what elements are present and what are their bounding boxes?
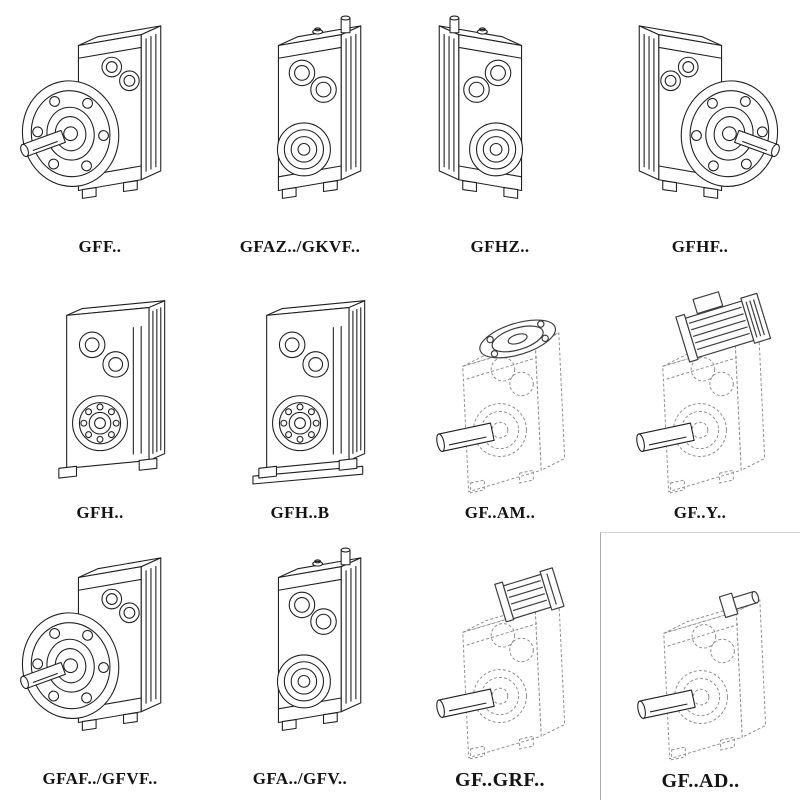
catalog-item: GFAF../GFVF.. [0,532,200,800]
model-label: GFHZ.. [470,237,530,256]
catalog-item: GF..AD.. [600,532,800,800]
model-label: GFH..B [270,503,330,522]
model-label: GFHF.. [671,237,729,256]
gearbox-drawing-phantom-iec-flange [436,319,566,494]
gearbox-drawing-phantom-adapter [436,567,566,760]
gearbox-drawing-phantom-motor [636,291,772,494]
gearbox-drawing-flange-right [638,25,780,199]
catalog-item: GFA../GFV.. [200,532,400,800]
catalog-item: GF..Y.. [600,266,800,532]
catalog-item: GF..AM.. [400,266,600,532]
catalog-item: GFH.. [0,266,200,532]
model-label: GFA../GFV.. [252,769,348,788]
model-label: GF..GRF.. [455,769,545,791]
gearbox-drawing-flange-left [20,557,162,731]
gearbox-drawing-hollow-top-mirrored [438,15,524,199]
gearbox-drawing-flange-left [20,25,162,199]
model-label: GFAF../GFVF.. [42,769,158,788]
catalog-item: GFHZ.. [400,0,600,266]
model-label: GF..Y.. [673,503,727,522]
gearbox-drawing-foot-front [58,300,166,479]
catalog-item: GFHF.. [600,0,800,266]
model-label: GF..AD.. [661,770,740,792]
model-label: GF..AM.. [464,503,536,522]
gearbox-drawing-hollow-top [276,547,362,731]
model-label: GFH.. [76,503,124,522]
catalog-item: GFAZ../GKVF.. [200,0,400,266]
gearbox-drawing-foot-front-base [252,300,366,485]
gearbox-drawing-phantom-input-shaft [636,590,766,761]
catalog-item: GFH..B [200,266,400,532]
gearbox-drawing-hollow-top [276,15,362,199]
catalog-item: GFF.. [0,0,200,266]
catalog-item: GF..GRF.. [400,532,600,800]
model-label: GFAZ../GKVF.. [239,237,361,256]
model-label: GFF.. [78,237,122,256]
